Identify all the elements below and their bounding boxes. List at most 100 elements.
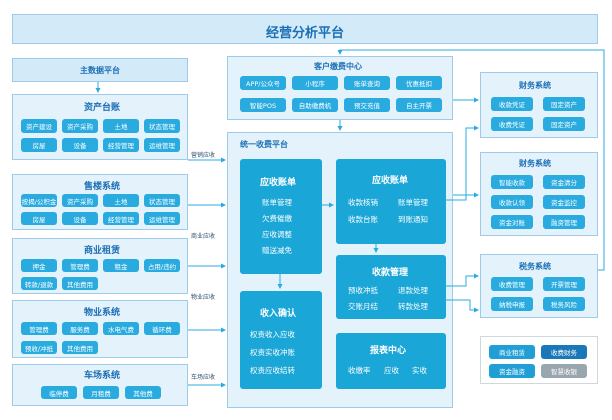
legend-chip: 资金融资 (489, 364, 535, 378)
revenue-confirm-item: 权责收入应收 (250, 330, 295, 339)
customer-chip[interactable]: 自助缴费机 (292, 98, 338, 112)
rental-title: 商业租赁 (84, 246, 121, 256)
sales-chip[interactable]: 按揭/公积金 (21, 194, 57, 207)
sales-chip[interactable]: 土地 (103, 194, 139, 207)
side-label: 车场应收 (191, 374, 216, 381)
tax-chip[interactable]: 收费管理 (491, 277, 533, 291)
asset-panel: 资产台账 资产建设 资产采购 土地 状态管理 房屋 设备 经营管理 运维管理 (12, 94, 188, 160)
asset-chip[interactable]: 运维管理 (144, 138, 180, 152)
asset-chip[interactable]: 经营管理 (103, 138, 139, 152)
rental-chip[interactable]: 管理费 (62, 259, 98, 272)
finance2-chip[interactable]: 资金清分 (543, 175, 585, 189)
collect-mgmt-item: 退款处理 (398, 286, 428, 295)
asset-chip[interactable]: 设备 (62, 138, 98, 152)
finance2-chip[interactable]: 资金监控 (543, 195, 585, 209)
revenue-confirm-card[interactable]: 收入确认 权责收入应收 权责实收冲账 权责应收结转 (240, 291, 322, 389)
rental-chip[interactable]: 押金 (21, 259, 57, 272)
collect-bill-item: 收款台账 (348, 215, 378, 224)
sales-chip[interactable]: 经营管理 (103, 212, 139, 225)
property-chip[interactable]: 水电气费 (103, 322, 139, 335)
finance1-chip[interactable]: 收费凭证 (491, 117, 533, 131)
collect-bill-item: 收款核销 (348, 198, 378, 207)
revenue-confirm-title: 收入确认 (260, 309, 297, 319)
property-chip[interactable]: 循环费 (144, 322, 180, 335)
finance2-chip[interactable]: 融资管理 (543, 215, 585, 229)
asset-chip[interactable]: 房屋 (21, 138, 57, 152)
customer-chip[interactable]: APP/公众号 (240, 76, 286, 90)
property-chip[interactable]: 其他费用 (62, 341, 98, 354)
header-bar: 经营分析平台 (12, 14, 598, 44)
collect-mgmt-title: 收款管理 (372, 268, 409, 278)
receivable-bill-item: 赠送减免 (262, 246, 292, 255)
legend-panel: 商业租赁 收费财务 资金融资 智慧收银 (480, 336, 598, 384)
sales-title: 售楼系统 (84, 182, 121, 192)
customer-chip[interactable]: 小程序 (292, 76, 338, 90)
asset-chip[interactable]: 资产建设 (21, 119, 57, 133)
sales-chip[interactable]: 房屋 (21, 212, 57, 225)
parking-title: 车场系统 (84, 371, 121, 381)
report-item: 实收 (412, 366, 427, 375)
property-panel: 物业系统 管理费 服务费 水电气费 循环费 预收/冲抵 其他费用 (12, 300, 188, 358)
parking-chip[interactable]: 月租费 (83, 386, 119, 399)
property-chip[interactable]: 管理费 (21, 322, 57, 335)
finance2-chip[interactable]: 资金对账 (491, 215, 533, 229)
report-item: 应收 (384, 366, 399, 375)
parking-chip[interactable]: 其他费 (125, 386, 161, 399)
tax-chip[interactable]: 纳税申报 (491, 297, 533, 311)
rental-chip[interactable]: 占用/违约 (144, 259, 180, 272)
collect-bill-item: 到账通知 (398, 215, 428, 224)
rental-chip[interactable]: 租金 (103, 259, 139, 272)
receivable-bill-item: 应收调整 (262, 230, 292, 239)
report-title: 报表中心 (370, 346, 407, 356)
receivable-bill-card[interactable]: 应收账单 账单管理 欠费催缴 应收调整 赠送减免 (240, 159, 322, 274)
collect-mgmt-card[interactable]: 收款管理 预收冲抵 退款处理 交账月结 转款处理 (336, 255, 446, 319)
asset-chip[interactable]: 资产采购 (62, 119, 98, 133)
side-label: 营销应收 (191, 152, 216, 159)
report-card[interactable]: 报表中心 收缴率 应收 实收 (336, 333, 446, 389)
finance2-chip[interactable]: 收款认领 (491, 195, 533, 209)
tax-chip[interactable]: 开票管理 (543, 277, 585, 291)
asset-chip[interactable]: 土地 (103, 119, 139, 133)
rental-chip[interactable]: 转款/退款 (21, 277, 57, 290)
report-item: 收缴率 (348, 366, 371, 375)
sales-chip[interactable]: 资产采购 (62, 194, 98, 207)
customer-chip[interactable]: 优惠抵扣 (396, 76, 442, 90)
finance1-chip[interactable]: 固定资产 (543, 117, 585, 131)
sales-chip[interactable]: 状态管理 (144, 194, 180, 207)
sales-chip[interactable]: 运维管理 (144, 212, 180, 225)
revenue-confirm-item: 权责实收冲账 (250, 348, 295, 357)
finance2-chip[interactable]: 智能收款 (491, 175, 533, 189)
finance2-panel: 财务系统 智能收款 资金清分 收款认领 资金监控 资金对账 融资管理 (480, 152, 598, 236)
customer-chip[interactable]: 智能POS (240, 98, 286, 112)
collect-mgmt-item: 转款处理 (398, 302, 428, 311)
property-chip[interactable]: 服务费 (62, 322, 98, 335)
collect-mgmt-item: 预收冲抵 (348, 286, 378, 295)
finance1-chip[interactable]: 固定资产 (543, 97, 585, 111)
rental-chip[interactable]: 其他费用 (62, 277, 98, 290)
master-data-label: 主数据平台 (80, 66, 120, 75)
side-label: 物业应收 (191, 294, 216, 301)
receivable-bill-item: 账单管理 (262, 198, 292, 207)
customer-chip[interactable]: 预交充值 (344, 98, 390, 112)
page-title: 经营分析平台 (265, 26, 344, 41)
sales-chip[interactable]: 设备 (62, 212, 98, 225)
collect-mgmt-item: 交账月结 (348, 302, 378, 311)
property-title: 物业系统 (84, 308, 121, 318)
parking-chip[interactable]: 临停费 (41, 386, 77, 399)
finance1-panel: 财务系统 收款凭证 固定资产 收费凭证 固定资产 (480, 72, 598, 138)
side-label: 商业应收 (191, 233, 216, 240)
collect-bill-title: 应收账单 (372, 176, 409, 186)
rental-panel: 商业租赁 押金 管理费 租金 占用/违约 转款/退款 其他费用 (12, 238, 188, 294)
customer-chip[interactable]: 账单查询 (344, 76, 390, 90)
customer-chip[interactable]: 自主开票 (396, 98, 442, 112)
asset-chip[interactable]: 状态管理 (144, 119, 180, 133)
tax-title: 税务系统 (519, 262, 551, 271)
tax-chip[interactable]: 税务风险 (543, 297, 585, 311)
finance1-chip[interactable]: 收款凭证 (491, 97, 533, 111)
master-data-bar: 主数据平台 (12, 58, 188, 82)
legend-chip: 收费财务 (541, 345, 587, 359)
property-chip[interactable]: 预收/冲抵 (21, 341, 57, 354)
legend-chip: 智慧收银 (541, 364, 587, 378)
collect-bill-card[interactable]: 应收账单 收款核销 账单管理 收款台账 到账通知 (336, 159, 446, 244)
